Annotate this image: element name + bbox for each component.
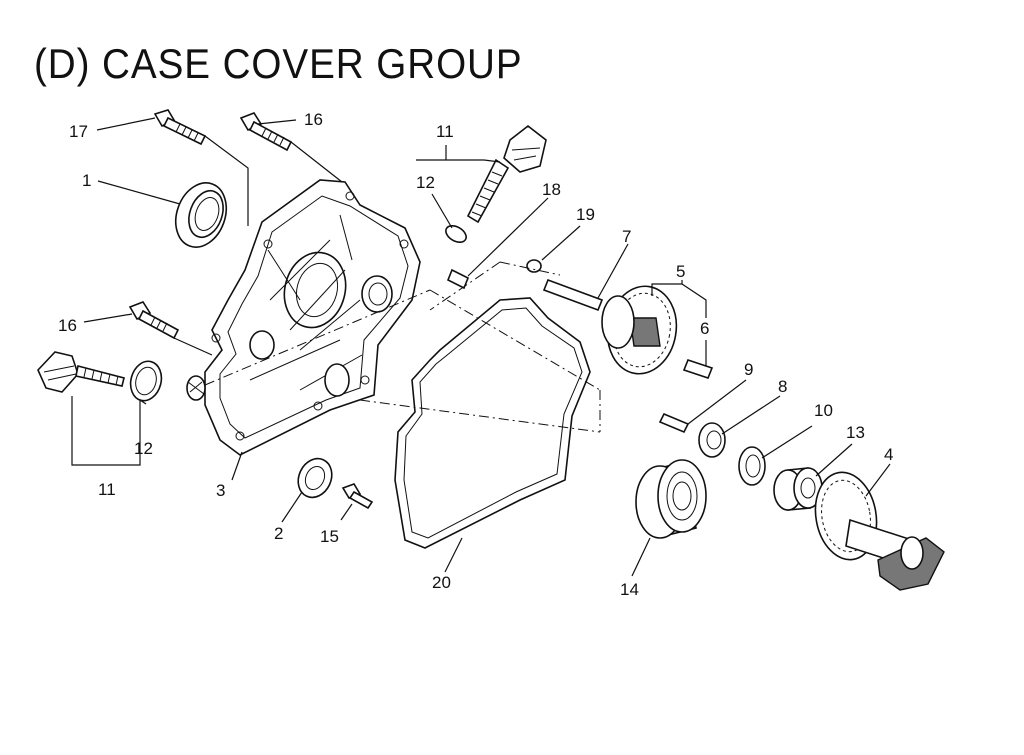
callout-20: 20 — [432, 573, 451, 592]
bolt-16-left-part — [128, 301, 180, 340]
callout-11-left: 11 — [98, 480, 116, 499]
callout-19: 19 — [576, 205, 595, 224]
callout-12-left: 12 — [134, 439, 153, 458]
bearing-13-part — [773, 467, 823, 511]
callout-5: 5 — [676, 262, 685, 281]
callout-1: 1 — [82, 171, 91, 190]
callout-14: 14 — [620, 580, 639, 599]
callout-8: 8 — [778, 377, 787, 396]
page-title: (D) CASE COVER GROUP — [34, 40, 523, 87]
bolt-15-part — [341, 483, 374, 510]
washer-19-part — [526, 259, 542, 273]
o-ring-12-left-part — [129, 360, 163, 402]
callout-3: 3 — [216, 481, 225, 500]
callout-10: 10 — [814, 401, 833, 420]
o-ring-12-top-part — [445, 225, 467, 243]
callout-2: 2 — [274, 524, 283, 543]
callout-6: 6 — [700, 319, 709, 338]
pin-6-part — [682, 359, 714, 379]
bolt-17-part — [153, 109, 207, 146]
callout-labels: 17 16 1 16 12 11 3 2 15 20 11 12 18 19 7… — [58, 110, 893, 599]
callout-16-top: 16 — [304, 110, 323, 129]
callout-4: 4 — [884, 445, 893, 464]
callout-9: 9 — [744, 360, 753, 379]
oil-filler-cap-11-top-part — [466, 124, 547, 224]
oil-filler-cap-11-left-part — [37, 351, 125, 393]
leader-lines — [71, 117, 891, 577]
key-9-part — [658, 412, 690, 434]
bearing-14-part — [635, 459, 707, 539]
plate-2-part — [297, 457, 333, 499]
callout-13: 13 — [846, 423, 865, 442]
gasket-20-part — [394, 297, 591, 549]
oil-seal-1-part — [174, 182, 228, 248]
callout-18: 18 — [542, 180, 561, 199]
callout-16-left: 16 — [58, 316, 77, 335]
camshaft-4-part — [814, 471, 945, 591]
case-cover-3-part — [186, 179, 421, 456]
callout-7: 7 — [622, 227, 631, 246]
bolt-16-top-part — [239, 112, 293, 152]
bearing-8-part — [698, 422, 726, 458]
shaft-7-part — [542, 278, 604, 312]
ring-10-part — [738, 446, 766, 486]
callout-15: 15 — [320, 527, 339, 546]
dowel-pin-18-part — [446, 268, 470, 290]
callout-17: 17 — [69, 122, 88, 141]
governor-gear-5-part — [601, 285, 678, 375]
callout-11-top: 11 — [436, 122, 454, 141]
callout-12-top: 12 — [416, 173, 435, 192]
